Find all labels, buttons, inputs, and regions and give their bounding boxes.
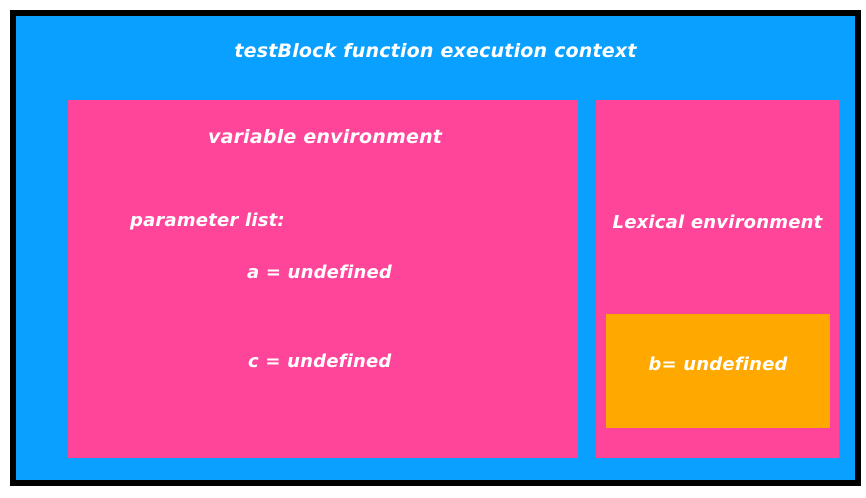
- variable-b-binding: b= undefined: [648, 354, 788, 375]
- variable-environment-box: variable environment parameter list: a =…: [68, 100, 578, 458]
- execution-context-title: testBlock function execution context: [234, 40, 637, 62]
- lexical-environment-box: Lexical environment b= undefined: [596, 100, 839, 458]
- execution-context-box: testBlock function execution context var…: [16, 16, 855, 480]
- variable-c-binding: c = undefined: [248, 351, 392, 372]
- lexical-environment-title: Lexical environment: [612, 212, 823, 233]
- variable-a-binding: a = undefined: [247, 262, 392, 283]
- variable-environment-title: variable environment: [208, 126, 443, 148]
- block-binding-box: b= undefined: [606, 314, 830, 428]
- parameter-list-label: parameter list:: [130, 210, 285, 231]
